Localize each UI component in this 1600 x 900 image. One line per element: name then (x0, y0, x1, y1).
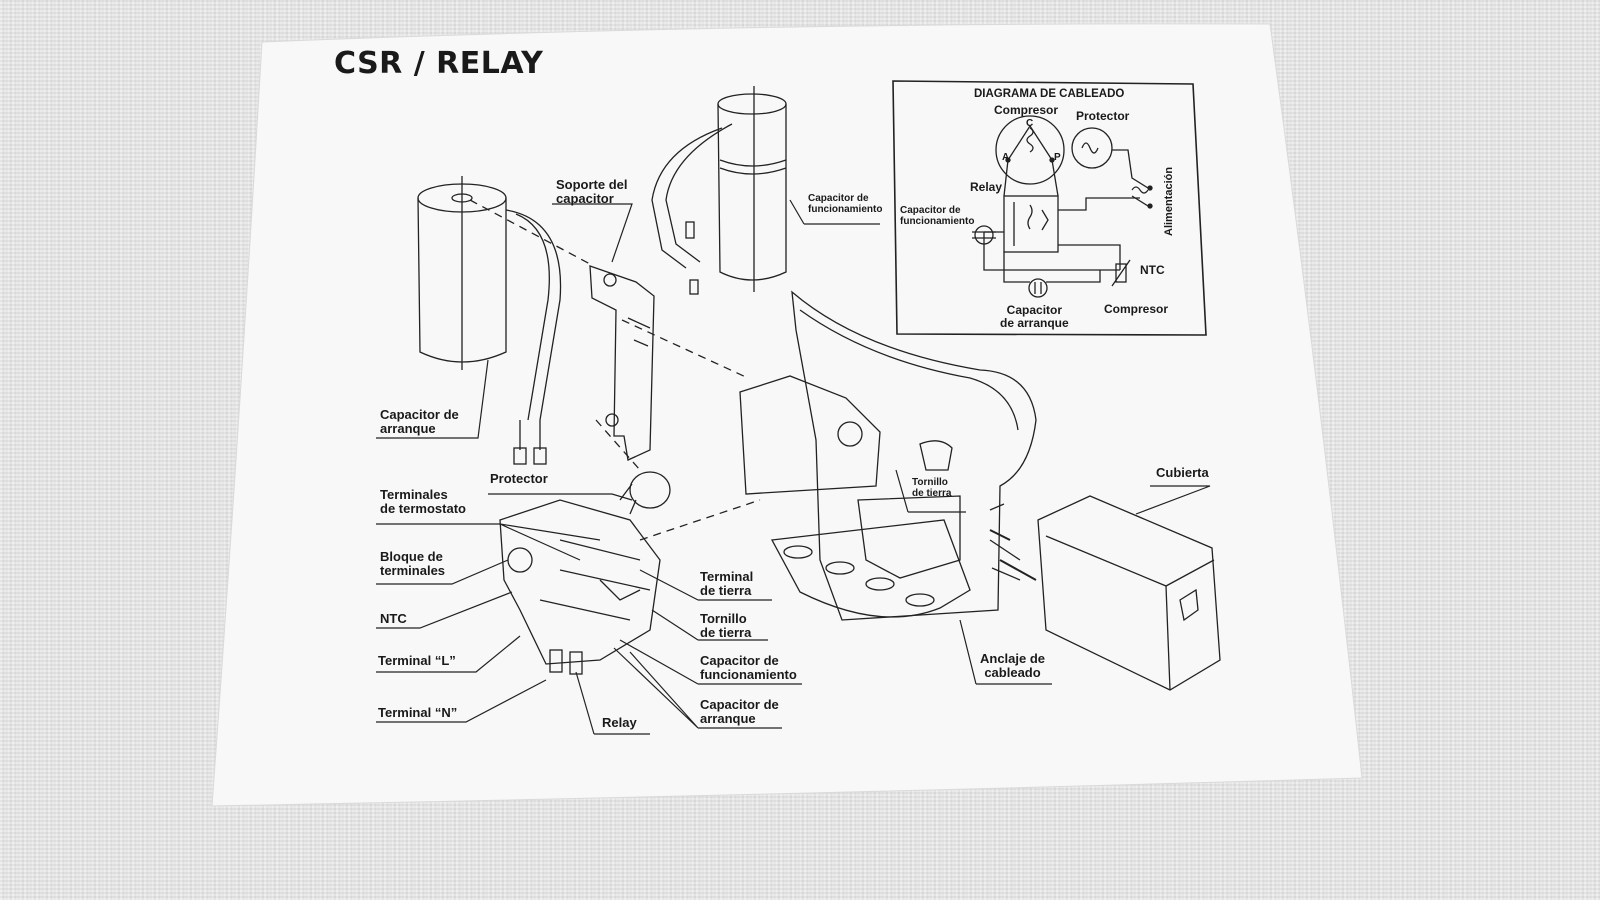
label-anclaje-cableado: Anclaje de cableado (980, 651, 1046, 680)
wd-terminal-p: P (1054, 152, 1061, 163)
protector-symbol (1071, 127, 1113, 169)
wd-label-ntc: NTC (1140, 263, 1165, 277)
label-capacitor-arranque-left: Capacitor de arranque (380, 407, 459, 436)
label-capacitor-funcionamiento-top: Capacitor de funcionamiento (808, 193, 883, 215)
wd-terminal-a: A (1002, 152, 1010, 163)
run-capacitor-drawing (651, 86, 787, 295)
wiring-diagram-box (892, 80, 1207, 336)
wd-label-alimentacion: Alimentación (1163, 166, 1175, 236)
page-title: CSR / RELAY (334, 46, 544, 81)
label-tornillo-tierra-small: Tornillo de tierra (912, 477, 952, 499)
label-bloque-terminales: Bloque de terminales (380, 549, 446, 578)
label-ntc: NTC (380, 611, 407, 626)
wd-label-capacitor-arranque: Capacitor de arranque (1000, 303, 1069, 330)
label-protector: Protector (490, 471, 548, 486)
label-cubierta: Cubierta (1156, 465, 1209, 480)
wd-label-protector: Protector (1076, 109, 1130, 123)
label-terminal-n: Terminal “N” (378, 705, 458, 720)
wd-label-relay: Relay (970, 180, 1003, 194)
wiring-diagram-title: DIAGRAMA DE CABLEADO (974, 88, 1125, 100)
relay-symbol (1003, 195, 1059, 253)
wd-label-compresor-top: Compresor (994, 103, 1059, 117)
leader-lines (376, 199, 1211, 735)
label-capacitor-funcionamiento-bottom: Capacitor de funcionamiento (700, 653, 797, 682)
label-tornillo-tierra: Tornillo de tierra (700, 611, 752, 640)
label-capacitor-arranque-bottom: Capacitor de arranque (700, 697, 779, 726)
compressor-symbol (995, 115, 1065, 185)
label-terminales-termostato: Terminales de termostato (380, 487, 466, 516)
wd-label-compresor-bottom: Compresor (1104, 302, 1169, 316)
wd-terminal-c: C (1026, 118, 1034, 129)
label-terminal-tierra: Terminal de tierra (700, 569, 754, 598)
ntc-symbol (1115, 263, 1127, 283)
relay-housing-drawing (739, 290, 1037, 621)
wd-label-capacitor-funcionamiento: Capacitor de funcionamiento (900, 205, 975, 227)
start-capacitor-drawing (417, 176, 562, 465)
capacitor-bracket-drawing (589, 265, 655, 461)
start-capacitor-symbol (1028, 278, 1048, 298)
paper-sheet (211, 23, 1363, 807)
cover-drawing (1037, 495, 1221, 691)
label-terminal-l: Terminal “L” (378, 653, 456, 668)
label-relay: Relay (602, 715, 637, 730)
label-soporte-capacitor: Soporte del capacitor (556, 177, 628, 206)
